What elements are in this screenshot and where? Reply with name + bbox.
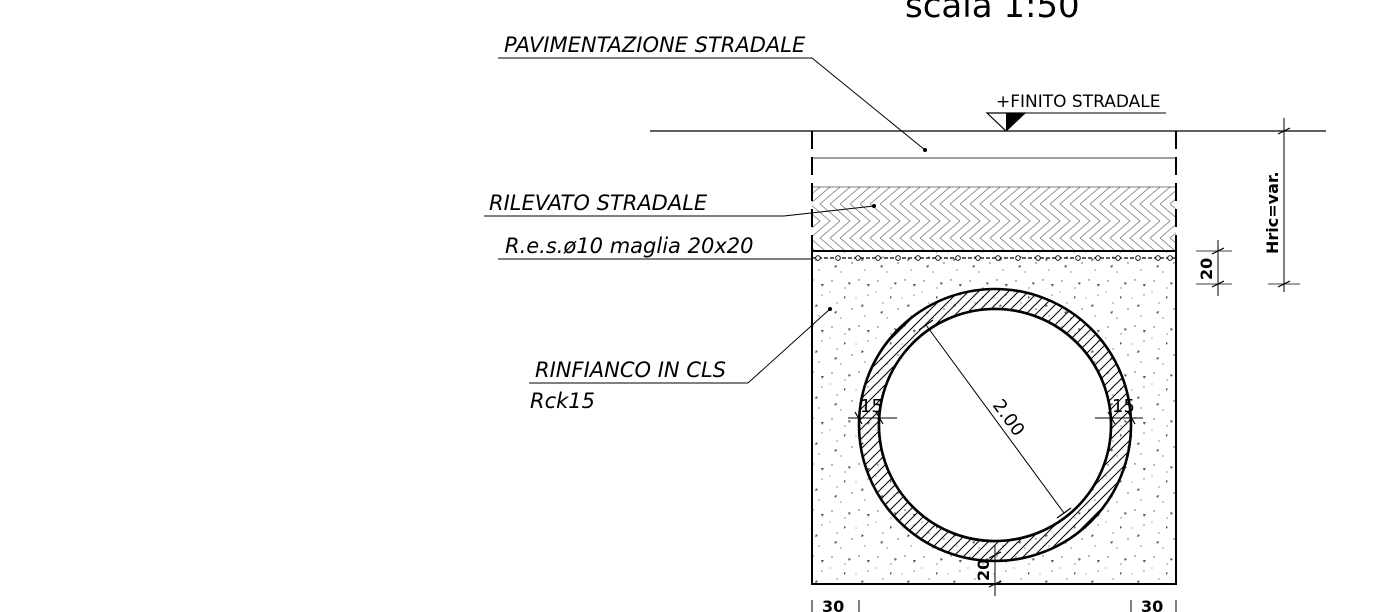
wall-left-label: 15 xyxy=(860,396,883,417)
height-label: Hric=var. xyxy=(1263,171,1282,254)
diameter-dim-line xyxy=(925,324,1065,514)
side-left-label: 30 xyxy=(822,597,844,612)
road-fill-layer xyxy=(812,187,1176,251)
pipe-inner xyxy=(877,307,1113,543)
scale-title: scala 1:50 xyxy=(905,0,1080,26)
wall-right-label: 15 xyxy=(1112,396,1135,417)
bottom-cover-label: 20 xyxy=(974,559,993,581)
pavimentazione-label: PAVIMENTAZIONE STRADALE xyxy=(504,33,806,57)
top-cover-label: 20 xyxy=(1197,258,1216,280)
mesh-bars xyxy=(815,255,1173,261)
rilevato-label: RILEVATO STRADALE xyxy=(489,191,708,215)
finito-label: +FINITO STRADALE xyxy=(996,92,1161,112)
res-label: R.e.s.ø10 maglia 20x20 xyxy=(505,234,753,258)
rinfianco-sub-label: Rck15 xyxy=(530,389,595,413)
side-right-label: 30 xyxy=(1141,597,1163,612)
rinfianco-label: RINFIANCO IN CLS xyxy=(535,358,726,382)
